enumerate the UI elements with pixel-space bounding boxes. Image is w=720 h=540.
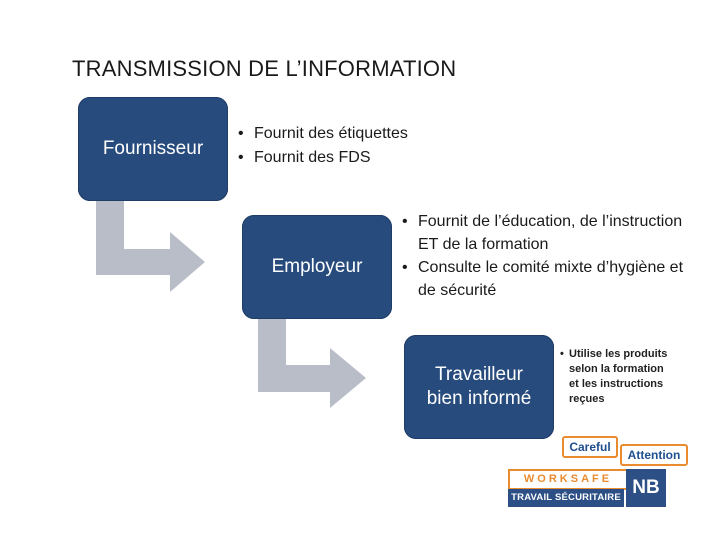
nb-mark: NB — [626, 469, 666, 507]
attention-speech-bubble: Attention — [620, 444, 688, 466]
arrow-fournisseur-to-employeur — [96, 201, 205, 292]
employeur-bullets: Fournit de l’éducation, de l’instruction… — [400, 210, 690, 302]
bullet-item: Consulte le comité mixte d’hygiène et de… — [400, 256, 690, 302]
bullet-item: Fournit des étiquettes — [236, 122, 408, 146]
travailleur-bullets: Utilise les produits selon la formation … — [560, 347, 670, 407]
node-fournisseur-label: Fournisseur — [102, 138, 204, 159]
node-travailleur: Travailleur bien informé — [404, 335, 554, 439]
node-employeur-label: Employeur — [271, 256, 363, 277]
careful-speech-bubble: Careful — [562, 436, 618, 458]
fournisseur-bullets: Fournit des étiquettes Fournit des FDS — [236, 122, 408, 170]
bullet-item: Utilise les produits selon la formation … — [560, 347, 670, 407]
node-travailleur-line2: bien informé — [426, 388, 532, 409]
node-employeur: Employeur — [242, 215, 392, 319]
bullet-item: Fournit de l’éducation, de l’instruction… — [400, 210, 690, 256]
page-title: TRANSMISSION DE L’INFORMATION — [72, 56, 457, 81]
node-fournisseur: Fournisseur — [78, 97, 228, 201]
bullet-item: Fournit des FDS — [236, 146, 408, 170]
arrow-employeur-to-travailleur — [258, 319, 366, 408]
node-travailleur-line1: Travailleur — [435, 364, 523, 385]
worksafe-logo: Careful Attention WORKSAFE TRAVAIL SÉCUR… — [506, 436, 688, 516]
worksafe-wordmark: WORKSAFE — [508, 469, 628, 490]
travail-securitaire-wordmark: TRAVAIL SÉCURITAIRE — [508, 489, 624, 507]
